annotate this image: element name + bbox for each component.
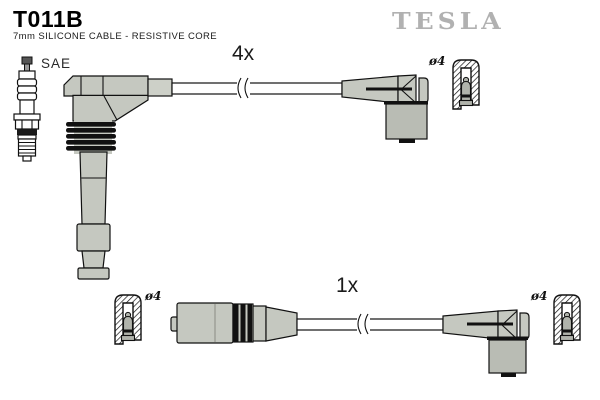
cable-break-icon-bottom: [357, 313, 370, 335]
terminal-socket-icon-bottom-right: [553, 294, 581, 345]
cable-crimp: [147, 78, 173, 97]
top-cable-assembly: [63, 74, 429, 280]
product-subtitle: 7mm SILICONE CABLE - RESISTIVE CORE: [13, 31, 218, 42]
bottom-cable-assembly: [170, 302, 530, 377]
cable-break-icon-top: [237, 77, 250, 99]
spark-plug-boot-icon: [63, 75, 149, 280]
coil-connector-icon: [170, 302, 298, 344]
spark-plug-icon: [13, 56, 41, 162]
sae-label: SAE: [41, 56, 72, 71]
quantity-label-top: 4x: [232, 42, 255, 65]
ignition-cable-top: [171, 82, 343, 95]
distributor-boot-icon-top: [341, 74, 429, 143]
terminal-socket-icon-bottom-left: [114, 294, 142, 345]
diameter-label-bottom-left: ø4: [145, 289, 162, 303]
product-code: T011B: [13, 6, 84, 32]
distributor-boot-icon-bottom: [442, 309, 530, 377]
diameter-label-bottom-right: ø4: [531, 289, 548, 303]
diameter-label-top-right: ø4: [429, 54, 446, 68]
brand-logo: TESLA: [392, 7, 505, 35]
quantity-label-bottom: 1x: [336, 274, 359, 297]
terminal-socket-icon-top-right: [452, 59, 480, 110]
